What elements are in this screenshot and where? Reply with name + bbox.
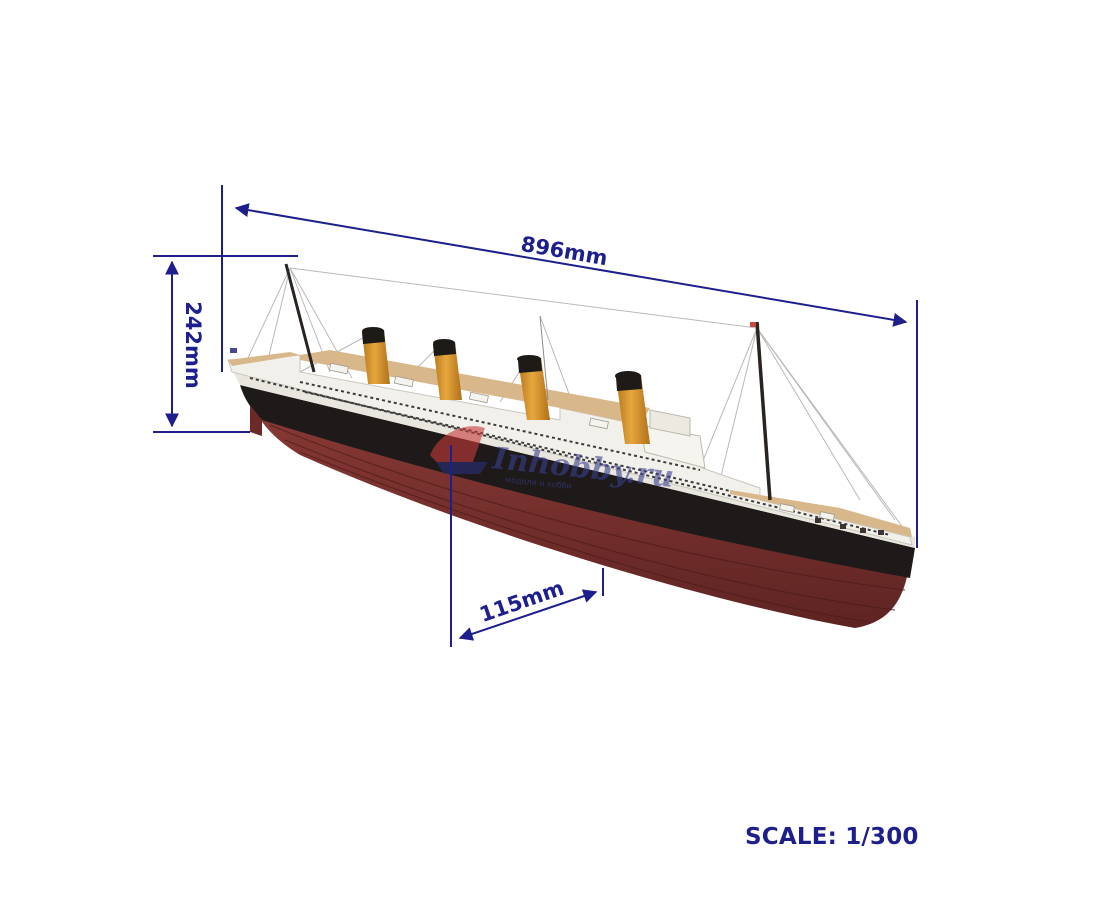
beam-arrow xyxy=(458,589,598,641)
funnel-1 xyxy=(362,327,390,384)
ship-model xyxy=(227,263,915,628)
dimension-annotations xyxy=(153,185,918,647)
length-arrow xyxy=(234,203,908,327)
ship-logo-icon xyxy=(430,426,488,474)
funnels xyxy=(362,327,650,444)
height-label: 242mm xyxy=(181,301,205,389)
funnel-2 xyxy=(433,339,462,400)
funnel-3 xyxy=(517,355,550,420)
scale-label: SCALE: 1/300 xyxy=(745,824,919,850)
beam-label: 115mm xyxy=(476,576,567,627)
fore-mast xyxy=(755,321,772,501)
hull-upper-black xyxy=(240,385,915,578)
funnel-4 xyxy=(615,371,650,444)
